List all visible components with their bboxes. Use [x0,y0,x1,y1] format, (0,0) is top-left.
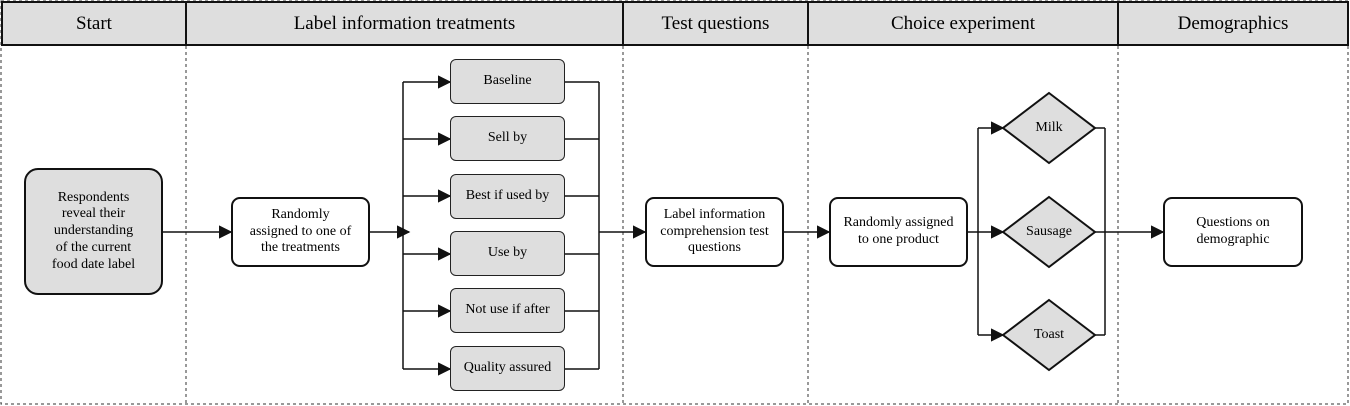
lane-header-choice-experiment: Choice experiment [807,1,1119,46]
assign-treatment-node: Randomly assigned to one of the treatmen… [231,197,370,267]
assign-product-node: Randomly assigned to one product [829,197,968,267]
treatment-use-by: Use by [450,231,565,276]
treatment-baseline: Baseline [450,59,565,104]
product-label-sausage: Sausage [1026,224,1072,239]
demographics-node: Questions on demographic [1163,197,1303,267]
lane-header-treatments: Label information treatments [185,1,624,46]
product-diamond-milk [1001,91,1097,165]
product-label-toast: Toast [1033,327,1065,342]
product-diamond-sausage [1001,195,1097,269]
treatment-sell-by: Sell by [450,116,565,161]
treatment-quality-assured: Quality assured [450,346,565,391]
product-label-milk: Milk [1035,120,1063,135]
test-questions-node: Label information comprehension test que… [645,197,784,267]
treatment-best-if-used-by: Best if used by [450,174,565,219]
lane-header-test-questions: Test questions [622,1,809,46]
lane-header-demographics: Demographics [1117,1,1349,46]
lane-header-start: Start [1,1,187,46]
start-node: Respondents reveal their understanding o… [24,168,163,295]
product-diamond-toast [1001,298,1097,372]
treatment-not-use-if-after: Not use if after [450,288,565,333]
